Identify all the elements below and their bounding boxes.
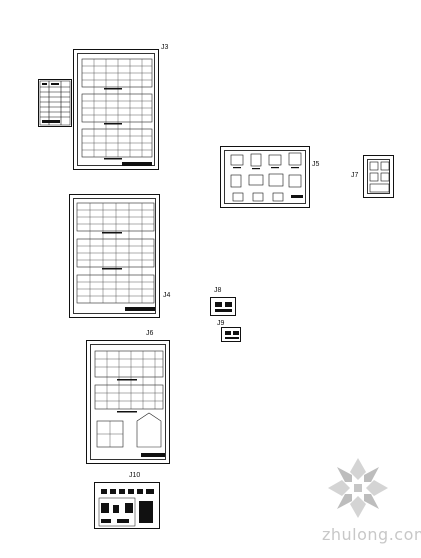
drawing-sheet-j3[interactable] [73,49,159,170]
sheet-frame [90,344,166,460]
sheet-label-j6: J6 [146,330,154,337]
j8-detail-drawings [215,302,232,312]
watermark-text: zhulong.com [322,525,421,544]
sheet-frame [367,159,390,194]
j6-elevation-drawings [94,350,165,457]
drawing-sheet-j8[interactable] [210,297,236,316]
drawing-sheet-j6[interactable] [86,340,170,464]
sheet-label-j9: J9 [217,320,225,327]
j7-detail-drawings [369,161,390,193]
sheet-label-j4: J4 [163,292,171,299]
sheet-label-j10: J10 [129,472,141,479]
drawing-sheet-j10[interactable] [94,482,160,529]
legend-table [38,79,72,127]
j10-detail-drawings [98,489,154,527]
sheet-label-j7: J7 [351,172,359,179]
drawing-sheet-j5[interactable] [220,146,310,208]
sheet-label-j8: J8 [214,287,222,294]
sheet-label-j5: J5 [312,161,320,168]
drawing-sheet-j7[interactable] [363,155,394,198]
sheet-frame [224,150,306,204]
j4-plan-drawings [76,202,155,311]
sheet-frame [73,198,156,314]
drawing-sheet-j4[interactable] [69,194,160,318]
j9-detail-drawings [225,331,239,339]
j5-detail-drawings [230,152,303,202]
sheet-label-j3: J3 [161,44,169,51]
drawing-sheet-j9[interactable] [221,327,241,342]
sheet-frame [77,53,155,166]
j3-plan-drawings [81,58,153,166]
legend-table-lines [39,80,71,126]
